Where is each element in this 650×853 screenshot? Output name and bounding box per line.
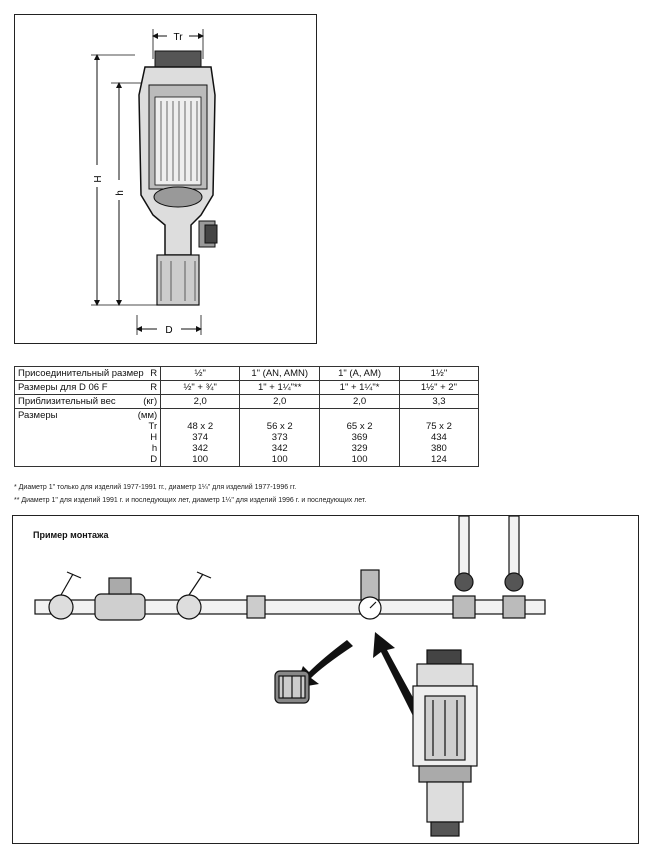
mounting-example-frame [12,515,639,844]
filter-unit-icon [412,649,478,837]
footnote-1: * Диаметр 1" только для изделий 1977-199… [14,484,297,491]
table-cell: 56 x 2 373 342 100 [239,408,321,467]
coupling-icon [246,595,266,619]
riser-pipe-left [458,515,470,577]
D-label: D [165,325,172,336]
H-dimension: H [91,54,165,306]
table-cell: 2,0 [239,394,321,409]
dimension-diagram-frame: Tr H h D [14,14,317,344]
table-cell: 3,3 [398,394,480,409]
water-meter-icon [94,593,146,621]
table-cell: 75 x 2 434 380 124 [398,408,480,467]
h-label: h [115,190,126,196]
table-cell: 1" + 1¼"* [319,380,400,395]
table-cell: 48 x 2 374 342 100 [160,408,241,467]
arrow-up-icon [373,632,421,716]
table-cell: 1" + 1¼"** [239,380,321,395]
mounting-drawing [34,515,546,837]
filter-insert-icon [274,670,310,704]
column-header: 1" (A, AM) [319,366,400,381]
filter-dimension-drawing: Tr H h D [91,29,218,336]
column-header: ½" [160,366,241,381]
footnote-2: ** Диаметр 1" для изделий 1991 г. и посл… [14,497,367,504]
pressure-reducer-icon [360,569,380,601]
table-cell: 1½" + 2" [398,380,480,395]
tr-label: Tr [173,32,183,43]
h-dimension: h [111,82,141,306]
riser-pipe-right [508,515,520,577]
weight-label: Приблизительный вес(кг) [13,394,162,409]
valve-right-icon [176,594,202,620]
main-pipe [34,599,546,615]
table-cell: 2,0 [319,394,400,409]
valve-left-icon [48,594,74,620]
table-row: Размеры(мм) Tr H h D 48 x 2 374 342 100 … [13,408,480,467]
table-cell: 2,0 [160,394,241,409]
valve-riser-left-icon [454,572,474,592]
table-cell: ½" + ¾" [160,380,241,395]
valve-riser-right-icon [504,572,524,592]
table-row: Приблизительный вес(кг) 2,0 2,0 2,0 3,3 [13,394,480,409]
column-header: 1½" [398,366,480,381]
removal-arrows [295,632,421,716]
filter-body-drawing [138,50,218,306]
column-header: 1" (AN, AMN) [239,366,321,381]
tr-dimension: Tr [152,29,204,59]
D-dimension: D [136,315,202,336]
table-cell: 65 x 2 369 329 100 [319,408,400,467]
H-label: H [93,175,104,182]
dimensions-label: Размеры(мм) Tr H h D [13,408,162,467]
mounting-title: Пример монтажа [33,530,109,540]
